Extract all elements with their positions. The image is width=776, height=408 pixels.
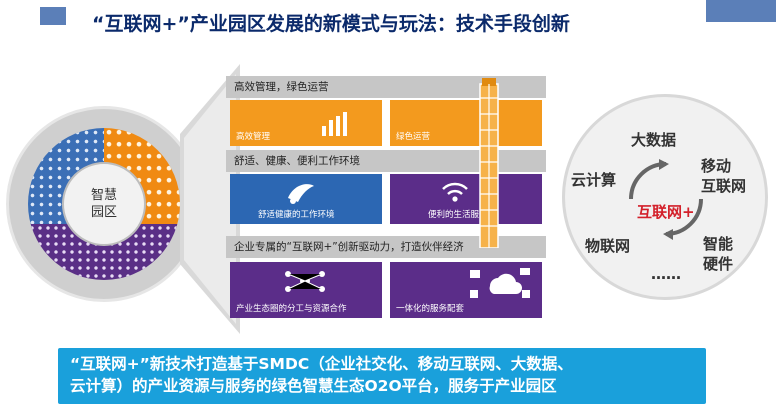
band-comfort: 舒适、健康、便利工作环境 (226, 150, 546, 172)
tile-convenient-services: 便利的生活服务 (390, 174, 542, 224)
leaf-icon (288, 184, 314, 204)
summary-line-1: “互联网+”新技术打造基于SMDC（企业社交化、移动互联网、大数据、 (70, 355, 573, 373)
funnel-connector (180, 64, 240, 334)
label-bigdata: 大数据 (631, 131, 677, 149)
tile-comfortable-label: 舒适健康的工作环境 (258, 210, 335, 220)
label-iot: 物联网 (585, 237, 631, 255)
band-partner-economy: 企业专属的“互联网+”创新驱动力，打造伙伴经济 (226, 236, 546, 258)
devices-cloud-icon (470, 268, 530, 298)
internet-plus-circle: 大数据 移动 互联网 云计算 互联网+ 物联网 智能 硬件 …… (562, 94, 768, 300)
label-more: …… (651, 265, 681, 283)
label-smart-line2: 硬件 (703, 255, 734, 273)
bar-chart-icon (322, 112, 350, 136)
cycle-arrows-icon (629, 159, 703, 240)
label-mobile-line1: 移动 (701, 157, 732, 175)
tile-efficient-management: 高效管理 (230, 100, 382, 146)
label-mobile-line2: 互联网 (701, 177, 747, 195)
band-efficient-green: 高效管理，绿色运营 (226, 76, 546, 98)
smart-park-circle: 智慧园区 (6, 106, 202, 302)
label-cloud: 云计算 (571, 171, 617, 189)
summary-bar: “互联网+”新技术打造基于SMDC（企业社交化、移动互联网、大数据、 云计算）的… (58, 348, 706, 404)
tile-comfortable-environment: 舒适健康的工作环境 (230, 174, 382, 224)
tile-green-label: 绿色运营 (396, 132, 431, 142)
network-icon (285, 271, 325, 292)
center-disc: 智慧园区 (62, 162, 146, 246)
wifi-icon (442, 182, 468, 202)
page-title: “互联网+”产业园区发展的新模式与玩法：技术手段创新 (92, 13, 570, 35)
label-smart-line1: 智能 (703, 235, 734, 253)
middle-panel: 高效管理，绿色运营 高效管理 绿色运营 舒适、健康、便利工作环境 舒适健康的工作… (226, 72, 556, 334)
tile-efficient-label: 高效管理 (236, 132, 271, 142)
tile-green-operation: 绿色运营 (390, 100, 542, 146)
tile-integrated-label: 一体化的服务配套 (396, 304, 465, 314)
tile-convenient-label: 便利的生活服务 (428, 210, 488, 220)
tower-illustration (479, 78, 499, 248)
tile-ecosystem-label: 产业生态圈的分工与资源合作 (236, 304, 347, 314)
corner-decoration-right (706, 0, 776, 22)
summary-line-2: 云计算）的产业资源与服务的绿色智慧生态O2O平台，服务于产业园区 (70, 377, 557, 395)
corner-decoration-left (40, 7, 66, 25)
label-internet-plus: 互联网+ (637, 203, 695, 221)
tile-integrated-services: 一体化的服务配套 (390, 262, 542, 318)
center-label: 智慧园区 (90, 188, 117, 220)
tile-industry-ecosystem: 产业生态圈的分工与资源合作 (230, 262, 382, 318)
